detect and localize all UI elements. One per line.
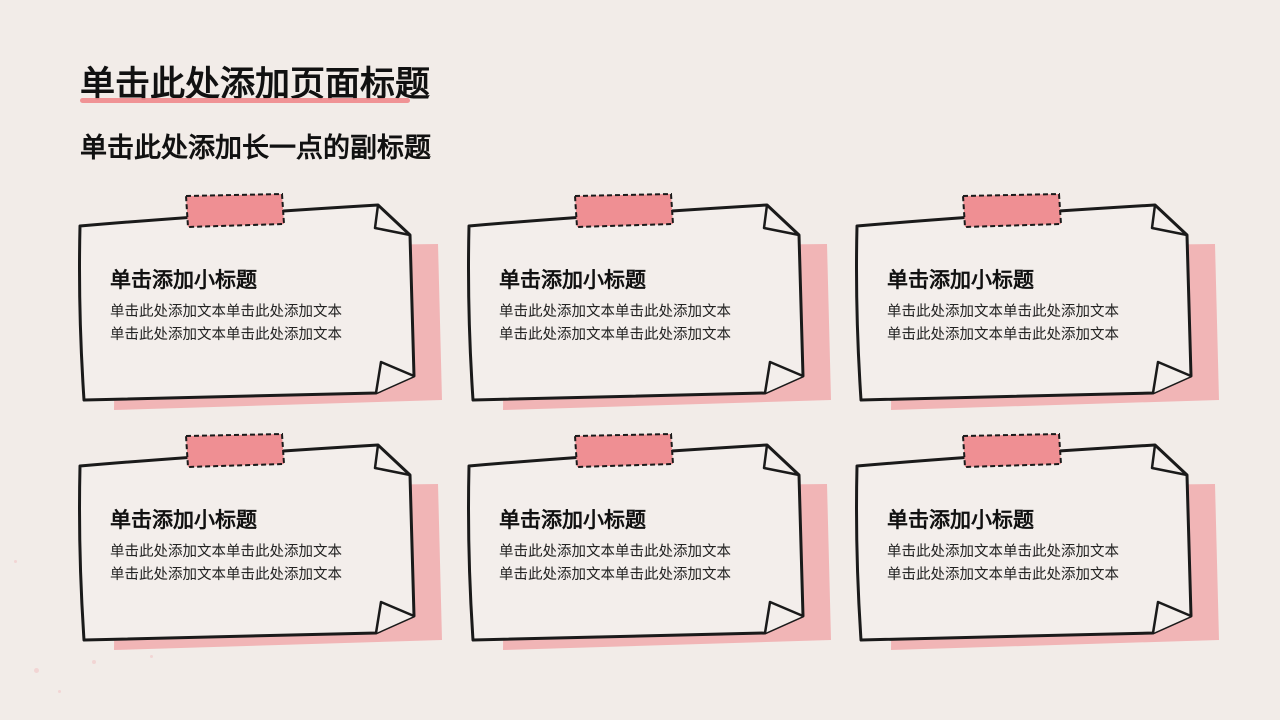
sticky-note-frame	[467, 192, 831, 410]
paper-speck	[58, 690, 61, 693]
sticky-note-frame	[855, 192, 1219, 410]
card-heading[interactable]: 单击添加小标题	[110, 508, 257, 532]
card-heading[interactable]: 单击添加小标题	[499, 508, 646, 532]
note-card[interactable]: 单击添加小标题 单击此处添加文本单击此处添加文本 单击此处添加文本单击此处添加文…	[465, 430, 831, 650]
card-body-text[interactable]: 单击此处添加文本单击此处添加文本 单击此处添加文本单击此处添加文本	[499, 541, 731, 587]
card-text-line: 单击此处添加文本单击此处添加文本	[887, 327, 1119, 343]
note-card[interactable]: 单击添加小标题 单击此处添加文本单击此处添加文本 单击此处添加文本单击此处添加文…	[76, 430, 442, 650]
card-heading[interactable]: 单击添加小标题	[110, 268, 257, 292]
card-body-text[interactable]: 单击此处添加文本单击此处添加文本 单击此处添加文本单击此处添加文本	[887, 301, 1119, 347]
sticky-note-frame	[78, 432, 442, 650]
card-text-line: 单击此处添加文本单击此处添加文本	[499, 544, 731, 560]
card-text-line: 单击此处添加文本单击此处添加文本	[110, 544, 342, 560]
note-card[interactable]: 单击添加小标题 单击此处添加文本单击此处添加文本 单击此处添加文本单击此处添加文…	[465, 190, 831, 410]
card-text-line: 单击此处添加文本单击此处添加文本	[110, 567, 342, 583]
card-body-text[interactable]: 单击此处添加文本单击此处添加文本 单击此处添加文本单击此处添加文本	[110, 301, 342, 347]
card-text-line: 单击此处添加文本单击此处添加文本	[887, 567, 1119, 583]
note-card[interactable]: 单击添加小标题 单击此处添加文本单击此处添加文本 单击此处添加文本单击此处添加文…	[76, 190, 442, 410]
card-text-line: 单击此处添加文本单击此处添加文本	[110, 327, 342, 343]
card-body-text[interactable]: 单击此处添加文本单击此处添加文本 单击此处添加文本单击此处添加文本	[110, 541, 342, 587]
sticky-note-frame	[467, 432, 831, 650]
card-text-line: 单击此处添加文本单击此处添加文本	[499, 304, 731, 320]
paper-speck	[150, 655, 153, 658]
card-text-line: 单击此处添加文本单击此处添加文本	[499, 327, 731, 343]
sticky-note-frame	[855, 432, 1219, 650]
title-underline	[80, 98, 410, 103]
note-card[interactable]: 单击添加小标题 单击此处添加文本单击此处添加文本 单击此处添加文本单击此处添加文…	[853, 190, 1219, 410]
card-body-text[interactable]: 单击此处添加文本单击此处添加文本 单击此处添加文本单击此处添加文本	[499, 301, 731, 347]
paper-speck	[34, 668, 39, 673]
paper-speck	[14, 560, 17, 563]
card-text-line: 单击此处添加文本单击此处添加文本	[110, 304, 342, 320]
card-heading[interactable]: 单击添加小标题	[499, 268, 646, 292]
note-card[interactable]: 单击添加小标题 单击此处添加文本单击此处添加文本 单击此处添加文本单击此处添加文…	[853, 430, 1219, 650]
card-heading[interactable]: 单击添加小标题	[887, 268, 1034, 292]
card-text-line: 单击此处添加文本单击此处添加文本	[887, 544, 1119, 560]
page-subtitle[interactable]: 单击此处添加长一点的副标题	[80, 133, 431, 164]
sticky-note-frame	[78, 192, 442, 410]
card-body-text[interactable]: 单击此处添加文本单击此处添加文本 单击此处添加文本单击此处添加文本	[887, 541, 1119, 587]
paper-speck	[92, 660, 96, 664]
card-heading[interactable]: 单击添加小标题	[887, 508, 1034, 532]
card-text-line: 单击此处添加文本单击此处添加文本	[499, 567, 731, 583]
card-text-line: 单击此处添加文本单击此处添加文本	[887, 304, 1119, 320]
